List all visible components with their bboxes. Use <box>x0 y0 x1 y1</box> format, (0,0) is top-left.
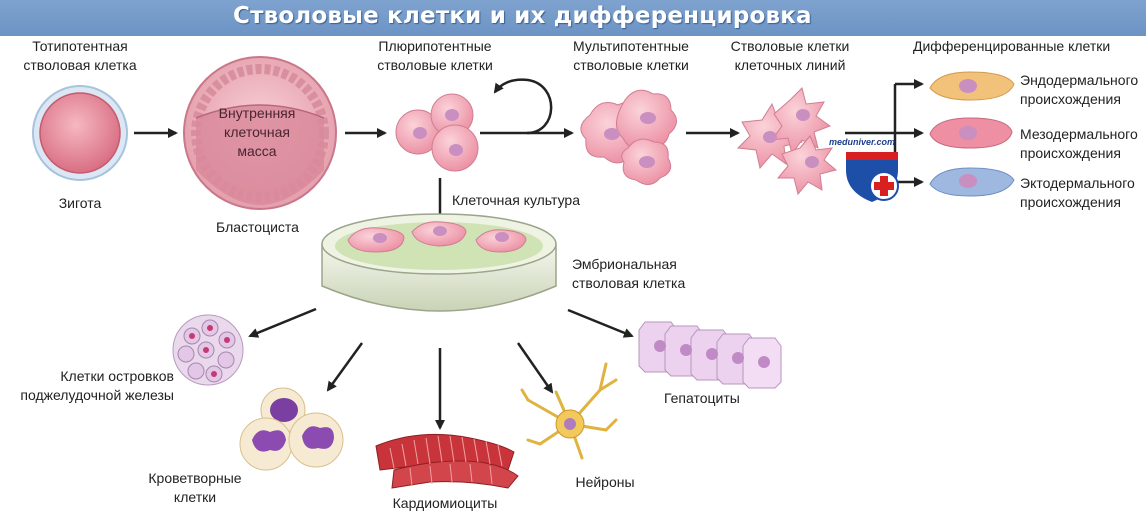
cell-culture-label: Клеточная культура <box>452 191 580 210</box>
endodermal-cell <box>930 72 1014 100</box>
neuron-body <box>556 410 584 438</box>
petri-dish <box>322 214 556 311</box>
zygote-label: Зигота <box>30 194 130 213</box>
islet-cells <box>173 315 243 385</box>
pluripotent-cells <box>396 94 478 171</box>
zygote-cell <box>33 86 127 180</box>
cardiomyocytes <box>376 434 518 488</box>
hepatocytes-label: Гепатоциты <box>664 389 740 408</box>
multipotent-cells <box>581 90 677 184</box>
watermark-text: meduniver.com <box>829 137 895 147</box>
watermark-logo <box>846 152 898 202</box>
blastocyst-label: Бластоциста <box>200 218 315 237</box>
cell-line-stem-cells <box>738 88 836 194</box>
arrow-self-renewal <box>480 80 551 133</box>
ectodermal-cell <box>930 168 1014 196</box>
hepatocytes <box>639 322 781 388</box>
blood-cells <box>240 388 343 470</box>
cardiomyocytes-label: Кардиомиоциты <box>385 494 505 513</box>
mesodermal-cell <box>930 118 1012 148</box>
neurons-label: Нейроны <box>555 473 655 492</box>
dish-arrows <box>250 309 632 428</box>
differentiated-label: Дифференцированные клетки <box>913 37 1110 56</box>
